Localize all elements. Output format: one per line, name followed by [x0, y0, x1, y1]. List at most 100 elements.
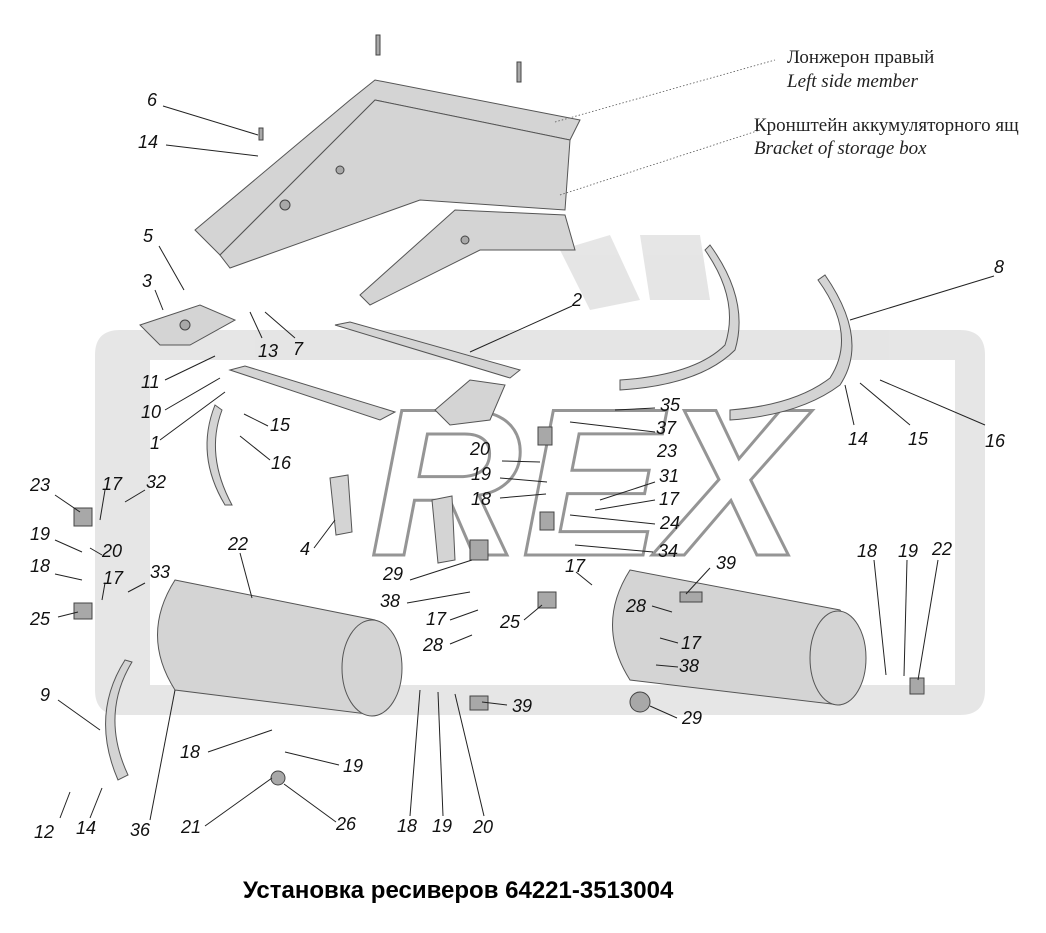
- drain-valve: [469, 539, 489, 561]
- callout-38: 38: [380, 591, 400, 611]
- callout-36: 36: [130, 820, 151, 840]
- fittings: [73, 426, 925, 786]
- callout-6: 6: [147, 90, 158, 110]
- callout-17: 17: [103, 568, 124, 588]
- callout-19: 19: [471, 464, 491, 484]
- tank-straps: [105, 244, 853, 781]
- callout-14: 14: [138, 132, 158, 152]
- strap-upper-left: [619, 244, 740, 391]
- callout-20: 20: [101, 541, 122, 561]
- rubber-pad: [431, 495, 456, 564]
- callout-22: 22: [227, 534, 248, 554]
- drain-plug: [270, 770, 286, 786]
- side-member-caption-ru: Лонжерон правый: [787, 47, 934, 68]
- side-member-caption-en: Left side member: [786, 71, 918, 92]
- member-hole: [279, 199, 291, 211]
- callout-17: 17: [426, 609, 447, 629]
- callout-24: 24: [659, 513, 680, 533]
- fitting-nipple: [679, 591, 703, 603]
- callout-26: 26: [335, 814, 357, 834]
- bolt: [516, 61, 522, 83]
- bolt: [375, 34, 381, 56]
- rubber-pad: [329, 474, 353, 536]
- bracket-plate: [434, 379, 506, 426]
- callout-1: 1: [150, 433, 160, 453]
- callout-16: 16: [985, 431, 1006, 451]
- callout-16: 16: [271, 453, 292, 473]
- bracket-hole: [460, 235, 470, 245]
- strap-upper-right: [729, 274, 853, 421]
- callout-12: 12: [34, 822, 54, 842]
- valve-fitting: [73, 602, 93, 620]
- cross-bar: [228, 321, 522, 421]
- mounting-bracket-right: [434, 379, 506, 426]
- valve-fitting: [73, 507, 93, 527]
- callout-19: 19: [432, 816, 452, 836]
- air-receiver-right: [612, 569, 867, 706]
- diagram-title: Установка ресиверов 64221-3513004: [243, 877, 674, 904]
- callout-8: 8: [994, 257, 1004, 277]
- watermark-logo-text: REX: [370, 365, 813, 600]
- bracket-caption-en: Bracket of storage box: [754, 138, 927, 159]
- callout-5: 5: [143, 226, 154, 246]
- callout-9: 9: [40, 685, 50, 705]
- callout-35: 35: [660, 395, 681, 415]
- callout-25: 25: [499, 612, 521, 632]
- bracket-hole: [179, 319, 191, 331]
- callout-21: 21: [180, 817, 201, 837]
- callout-22: 22: [931, 539, 952, 559]
- side-member: [194, 34, 581, 306]
- callout-32: 32: [146, 472, 166, 492]
- valve-fitting: [539, 511, 555, 531]
- callout-19: 19: [30, 524, 50, 544]
- callout-2: 2: [571, 290, 582, 310]
- callout-39: 39: [512, 696, 532, 716]
- callout-18: 18: [180, 742, 200, 762]
- side-member-web: [219, 99, 571, 269]
- callout-3: 3: [142, 271, 152, 291]
- callout-29: 29: [382, 564, 403, 584]
- plug: [909, 677, 925, 695]
- mounting-bracket-left: [139, 304, 237, 346]
- callout-18: 18: [397, 816, 417, 836]
- callout-20: 20: [472, 817, 493, 837]
- callout-18: 18: [30, 556, 50, 576]
- elbow-fitting: [469, 695, 489, 711]
- member-hole: [335, 165, 345, 175]
- callout-23: 23: [656, 441, 677, 461]
- bracket-caption-ru: Кронштейн аккумуляторного ящ: [754, 115, 1019, 136]
- callout-19: 19: [898, 541, 918, 561]
- callout-11: 11: [141, 372, 160, 392]
- callout-31: 31: [659, 466, 679, 486]
- bolt: [258, 127, 264, 141]
- strap-lower: [105, 659, 133, 781]
- callout-7: 7: [293, 339, 304, 359]
- callout-19: 19: [343, 756, 363, 776]
- callout-13: 13: [258, 341, 278, 361]
- callout-28: 28: [625, 596, 646, 616]
- bar-2: [334, 321, 522, 379]
- air-receiver-left: [157, 579, 403, 717]
- callout-23: 23: [29, 475, 50, 495]
- callout-39: 39: [716, 553, 736, 573]
- callout-17: 17: [681, 633, 702, 653]
- callout-33: 33: [150, 562, 170, 582]
- storage-box-bracket: [359, 209, 576, 306]
- callout-14: 14: [76, 818, 96, 838]
- callout-4: 4: [300, 539, 310, 559]
- callout-15: 15: [270, 415, 291, 435]
- callout-38: 38: [679, 656, 699, 676]
- callout-28: 28: [422, 635, 443, 655]
- strap-mid: [206, 404, 233, 506]
- callout-18: 18: [857, 541, 877, 561]
- receiver-end-cap: [809, 610, 867, 706]
- callout-17: 17: [102, 474, 123, 494]
- callout-10: 10: [141, 402, 161, 422]
- callout-29: 29: [681, 708, 702, 728]
- callout-14: 14: [848, 429, 868, 449]
- callout-labels: 6 14 5 3 13 7 2 8 11 10 1 15 16 35 37 23…: [29, 90, 1006, 842]
- callout-37: 37: [656, 418, 677, 438]
- watermark-gear: [560, 235, 710, 310]
